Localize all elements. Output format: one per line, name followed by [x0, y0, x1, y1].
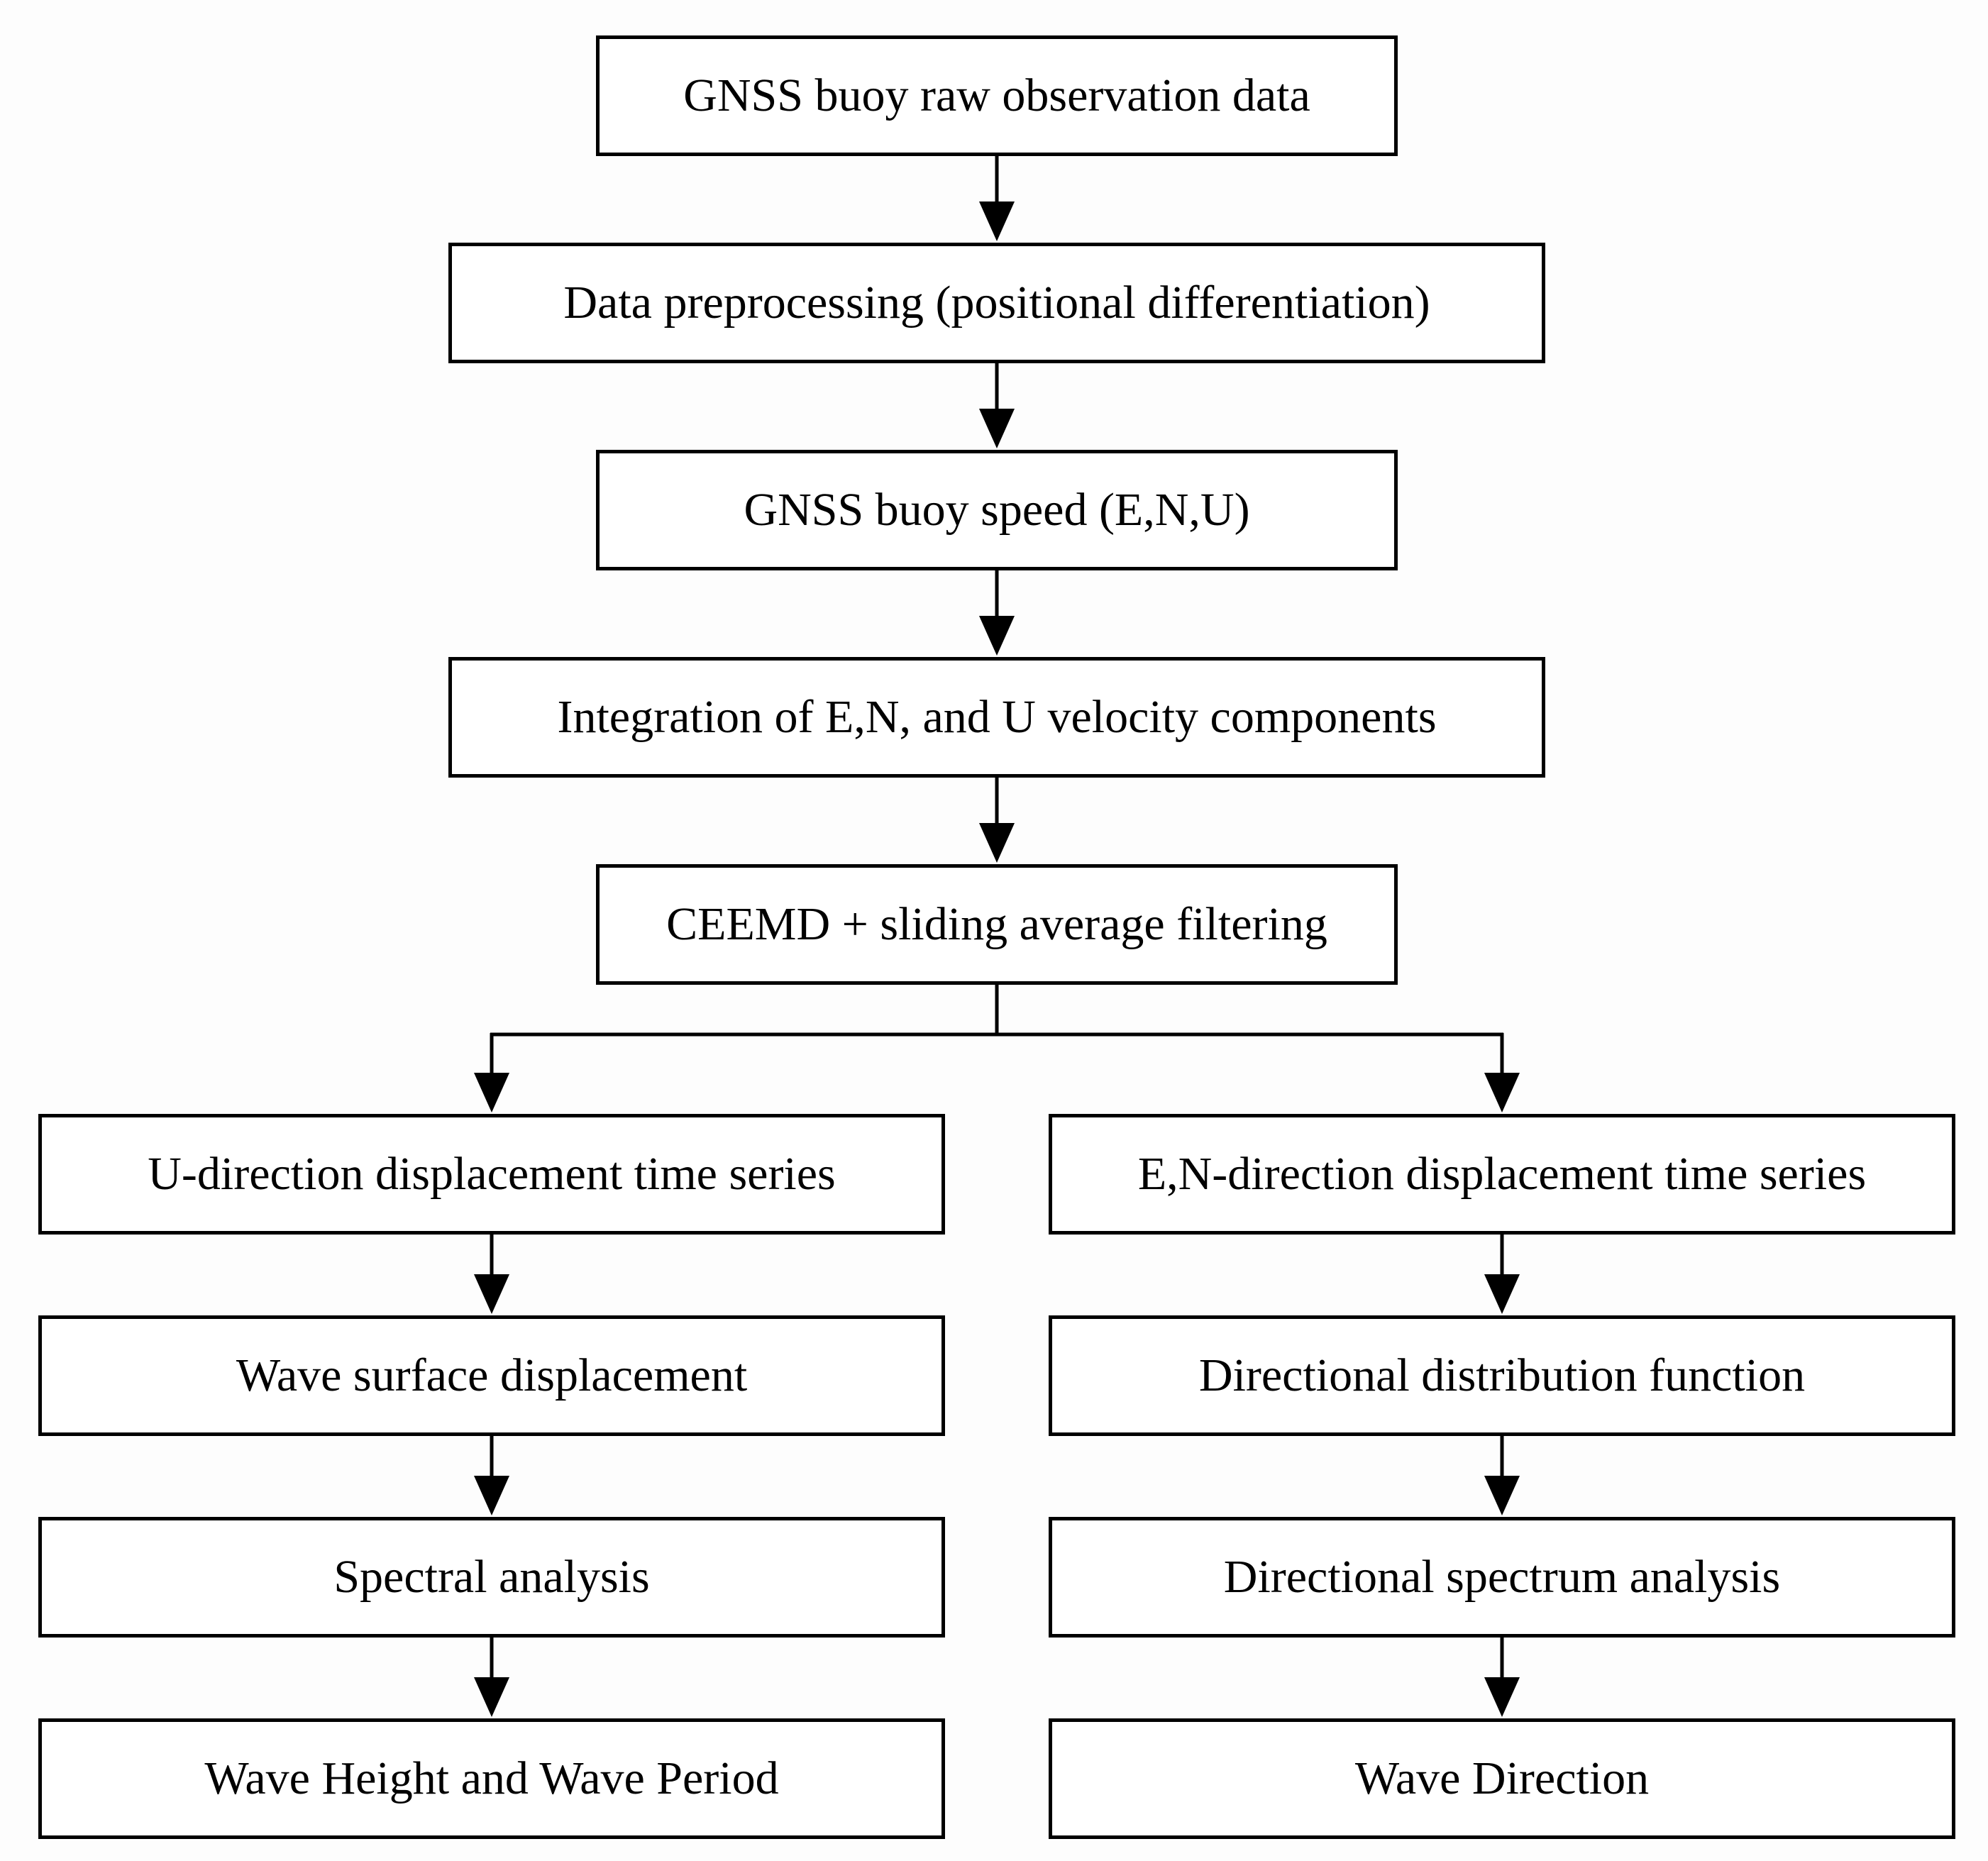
- arrow-speed-to-integration: [979, 569, 1015, 656]
- arrow-left-3: [474, 1636, 509, 1717]
- node-wave-direction: Wave Direction: [1049, 1718, 1955, 1839]
- arrow-right-3: [1484, 1636, 1520, 1717]
- arrow-integration-to-ceemd: [979, 776, 1015, 863]
- arrow-preprocessing-to-speed: [979, 362, 1015, 448]
- node-data-preprocessing: Data preprocessing (positional different…: [448, 243, 1545, 363]
- arrow-right-1: [1484, 1233, 1520, 1314]
- split-connector: [474, 983, 1520, 1112]
- node-wave-surface-displacement: Wave surface displacement: [38, 1315, 945, 1436]
- node-directional-spectrum: Directional spectrum analysis: [1049, 1517, 1955, 1638]
- node-buoy-speed: GNSS buoy speed (E,N,U): [596, 450, 1398, 570]
- node-directional-distribution: Directional distribution function: [1049, 1315, 1955, 1436]
- node-wave-height-period: Wave Height and Wave Period: [38, 1718, 945, 1839]
- arrow-left-2: [474, 1435, 509, 1515]
- arrow-left-1: [474, 1233, 509, 1314]
- node-spectral-analysis: Spectral analysis: [38, 1517, 945, 1638]
- node-raw-observation-data: GNSS buoy raw observation data: [596, 35, 1398, 156]
- node-velocity-integration: Integration of E,N, and U velocity compo…: [448, 657, 1545, 778]
- node-ceemd-filtering: CEEMD + sliding average filtering: [596, 864, 1398, 985]
- arrow-right-2: [1484, 1435, 1520, 1515]
- node-u-direction-displacement: U-direction displacement time series: [38, 1114, 945, 1235]
- node-en-direction-displacement: E,N-direction displacement time series: [1049, 1114, 1955, 1235]
- arrow-raw-to-preprocessing: [979, 155, 1015, 241]
